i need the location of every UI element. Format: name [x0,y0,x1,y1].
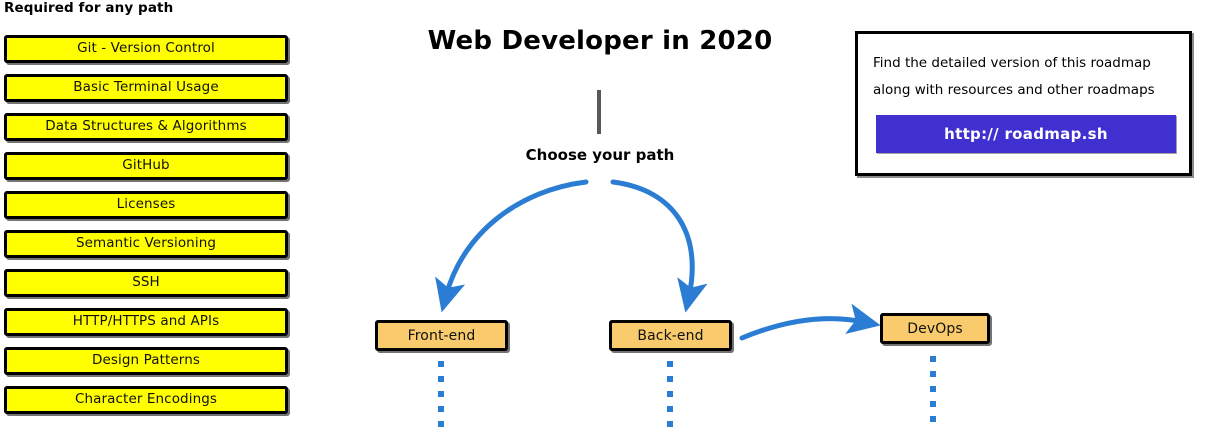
trail-dot [930,356,936,362]
roadmap-link-button[interactable]: http:// roadmap.sh [876,115,1176,153]
required-skill-label: Git - Version Control [77,40,215,57]
trail-dot [438,391,444,397]
info-box: Find the detailed version of this roadma… [855,31,1192,176]
branch-label: Front-end [407,327,476,344]
branch-box-devops[interactable]: DevOps [880,313,990,344]
required-skill-box[interactable]: HTTP/HTTPS and APIs [4,308,288,336]
required-skill-label: HTTP/HTTPS and APIs [72,313,220,330]
roadmap-link-label: http:// roadmap.sh [944,125,1108,143]
required-skill-label: Design Patterns [91,352,200,369]
dotted-trail-front-end [438,361,444,436]
required-skill-box[interactable]: Data Structures & Algorithms [4,113,288,141]
required-skill-box[interactable]: Licenses [4,191,288,219]
trail-dot [438,361,444,367]
trail-dot [930,401,936,407]
trail-dot [667,361,673,367]
trail-dot [667,391,673,397]
arrow-to-frontend [435,179,589,313]
required-skill-label: SSH [132,274,160,291]
dotted-trail-back-end [667,361,673,436]
required-skill-label: Licenses [116,196,176,213]
info-text-line-2: along with resources and other roadmaps [873,82,1155,98]
page-title: Web Developer in 2020 [427,26,773,56]
required-skill-label: Basic Terminal Usage [73,79,219,96]
trail-dot [930,386,936,392]
required-skill-label: Character Encodings [74,391,218,408]
arrow-backend-to-devops [739,303,881,341]
required-skill-box[interactable]: SSH [4,269,288,297]
required-skills-heading: Required for any path [4,0,174,16]
choose-your-path-label: Choose your path [525,146,675,164]
trail-dot [438,421,444,427]
trail-dot [667,376,673,382]
branch-box-back-end[interactable]: Back-end [609,320,732,351]
required-skill-label: Semantic Versioning [75,235,217,252]
required-skill-box[interactable]: Git - Version Control [4,35,288,63]
dotted-trail-devops [930,356,936,436]
trail-dot [667,406,673,412]
branch-box-front-end[interactable]: Front-end [375,320,508,351]
required-skill-box[interactable]: GitHub [4,152,288,180]
trail-dot [438,406,444,412]
branch-label: DevOps [907,320,963,337]
arrow-to-backend [610,179,708,313]
trail-dot [930,416,936,422]
trail-dot [667,421,673,427]
branch-label: Back-end [637,327,704,344]
trail-dot [438,376,444,382]
required-skill-box[interactable]: Semantic Versioning [4,230,288,258]
trail-dot [930,371,936,377]
title-stem-line [597,90,601,134]
required-skill-label: GitHub [122,157,170,174]
required-skill-label: Data Structures & Algorithms [45,118,247,135]
required-skills-column: Required for any path Git - Version Cont… [0,0,300,436]
required-skill-box[interactable]: Basic Terminal Usage [4,74,288,102]
required-skill-box[interactable]: Design Patterns [4,347,288,375]
info-text-line-1: Find the detailed version of this roadma… [873,55,1151,71]
required-skill-box[interactable]: Character Encodings [4,386,288,414]
